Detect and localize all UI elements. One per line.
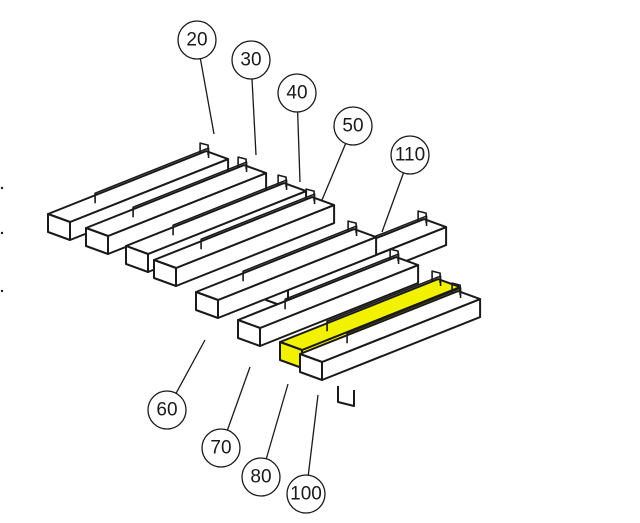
leader-line-60 xyxy=(175,339,206,394)
part-end-tab xyxy=(347,220,357,234)
callout-label: 30 xyxy=(240,50,261,71)
leader-line-20 xyxy=(199,58,215,135)
callout-60: 60 xyxy=(147,390,187,430)
part-60 xyxy=(195,220,378,319)
part-end-face xyxy=(153,259,177,287)
leader-line-110 xyxy=(381,172,405,233)
part-end-tab xyxy=(237,156,247,170)
part-70 xyxy=(237,248,420,347)
edge-mark xyxy=(0,186,4,190)
part-50 xyxy=(153,188,336,287)
callout-circle xyxy=(286,474,326,514)
callout-circle xyxy=(241,457,281,497)
part-end-face xyxy=(85,227,109,255)
callout-30: 30 xyxy=(231,40,271,80)
callout-70: 70 xyxy=(201,428,241,468)
part-end-face xyxy=(195,291,219,319)
parts-layer xyxy=(47,142,482,407)
part-foot xyxy=(337,386,355,407)
part-100 xyxy=(299,282,482,407)
part-end-tab xyxy=(199,142,209,156)
callout-label: 20 xyxy=(186,30,207,51)
leader-line-30 xyxy=(251,78,257,156)
part-end-tab xyxy=(417,210,427,224)
leaders-layer xyxy=(175,58,405,476)
callout-circle xyxy=(277,73,317,113)
leader-line-100 xyxy=(307,394,319,476)
edge-mark xyxy=(0,231,4,235)
callout-50: 50 xyxy=(333,106,373,146)
part-end-tab xyxy=(389,248,399,262)
callout-circle xyxy=(201,428,241,468)
part-end-face xyxy=(299,353,323,381)
callout-40: 40 xyxy=(277,73,317,113)
callout-circle xyxy=(147,390,187,430)
callout-circle xyxy=(177,20,217,60)
leader-line-70 xyxy=(226,366,251,431)
part-end-face xyxy=(125,245,149,273)
part-end-tab xyxy=(277,174,287,188)
leader-line-80 xyxy=(265,383,289,459)
leader-line-40 xyxy=(296,111,301,183)
callout-circle xyxy=(231,40,271,80)
edge-mark xyxy=(0,289,4,293)
callout-label: 80 xyxy=(250,467,271,488)
part-end-face xyxy=(47,213,71,241)
callout-80: 80 xyxy=(241,457,281,497)
part-end-tab xyxy=(451,282,461,296)
callout-label: 50 xyxy=(342,116,363,137)
callout-circle xyxy=(333,106,373,146)
callout-label: 110 xyxy=(395,145,425,166)
callout-110: 110 xyxy=(390,135,430,175)
callout-label: 70 xyxy=(210,438,231,459)
part-end-face xyxy=(237,319,261,347)
callout-label: 40 xyxy=(286,83,307,104)
part-end-tab xyxy=(305,188,315,202)
part-end-tab xyxy=(431,270,441,284)
callout-label: 60 xyxy=(156,400,177,421)
callout-circle xyxy=(390,135,430,175)
leader-line-50 xyxy=(321,143,347,201)
part-end-face xyxy=(279,341,303,369)
callout-label: 100 xyxy=(290,484,322,505)
callout-100: 100 xyxy=(286,474,326,514)
part-30 xyxy=(85,156,268,255)
callouts-layer: 20 30 40 50 110 60 70 80 100 xyxy=(147,20,430,514)
callout-20: 20 xyxy=(177,20,217,60)
